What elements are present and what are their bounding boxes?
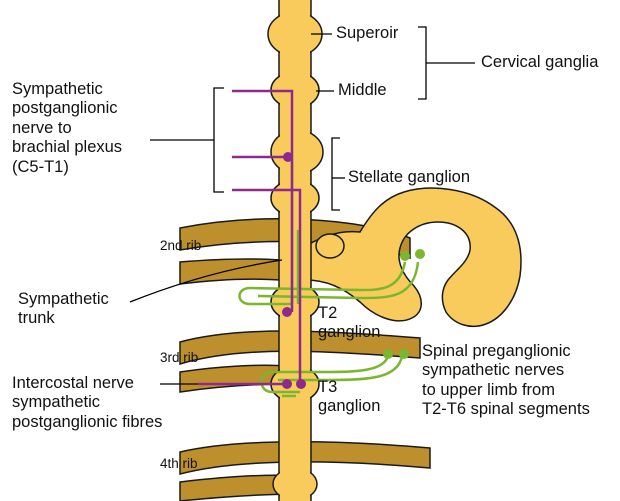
label-stellate-ganglion: Stellate ganglion xyxy=(348,168,470,187)
label-sympathetic-trunk-line-2: trunk xyxy=(18,309,109,328)
preganglionic-cell-1 xyxy=(400,251,410,261)
label-sympathetic-trunk: Sympathetic trunk xyxy=(18,290,109,329)
label-cervical-ganglia: Cervical ganglia xyxy=(481,53,598,72)
postganglionic-cell-stellate xyxy=(283,152,293,162)
label-postganglionic-line-1: Sympathetic xyxy=(12,80,122,99)
label-intercostal-line-3: postganglionic fibres xyxy=(12,413,162,432)
label-postganglionic-line-3: nerve to xyxy=(12,119,122,138)
preganglionic-cell-4 xyxy=(399,349,409,359)
label-t2-ganglion: T2 ganglion xyxy=(318,304,380,343)
label-superoir: Superoir xyxy=(336,24,398,43)
label-t3-ganglion: T3 ganglion xyxy=(318,378,380,417)
label-postganglionic-nerve: Sympathetic postganglionic nerve to brac… xyxy=(12,80,122,177)
bracket-cervical xyxy=(418,27,426,99)
trunk-core-cover xyxy=(280,0,310,501)
label-rib-2: 2nd rib xyxy=(160,238,201,254)
sympathetic-trunk-shape xyxy=(268,0,344,501)
postganglionic-cell-t2 xyxy=(282,307,292,317)
label-postganglionic-line-5: (C5-T1) xyxy=(12,158,122,177)
bracket-stellate xyxy=(332,138,340,210)
label-spinal-line-3: to upper limb from xyxy=(422,381,590,400)
preganglionic-cell-2 xyxy=(415,249,425,259)
label-rib-3: 3rd rib xyxy=(160,350,198,366)
label-spinal-line-2: sympathetic nerves xyxy=(422,361,590,380)
label-intercostal-nerve: Intercostal nerve sympathetic postgangli… xyxy=(12,374,162,432)
label-spinal-line-1: Spinal preganglionic xyxy=(422,342,590,361)
spinal-nerve-root-ganglion xyxy=(316,234,344,258)
label-spinal-preganglionic: Spinal preganglionic sympathetic nerves … xyxy=(422,342,590,420)
label-t3-line-1: T3 xyxy=(318,378,380,397)
preganglionic-cell-3 xyxy=(383,349,393,359)
label-postganglionic-line-2: postganglionic xyxy=(12,99,122,118)
bracket-postganglionic xyxy=(214,88,224,192)
label-rib-4: 4th rib xyxy=(160,456,198,472)
label-middle: Middle xyxy=(338,81,387,100)
label-t3-line-2: ganglion xyxy=(318,397,380,416)
label-intercostal-line-2: sympathetic xyxy=(12,393,162,412)
label-sympathetic-trunk-line-1: Sympathetic xyxy=(18,290,109,309)
label-t2-line-2: ganglion xyxy=(318,323,380,342)
label-intercostal-line-1: Intercostal nerve xyxy=(12,374,162,393)
label-spinal-line-4: T2-T6 spinal segments xyxy=(422,400,590,419)
label-t2-line-1: T2 xyxy=(318,304,380,323)
label-postganglionic-line-4: brachial plexus xyxy=(12,138,122,157)
postganglionic-cell-t3a xyxy=(282,379,292,389)
postganglionic-cell-t3b xyxy=(296,379,306,389)
